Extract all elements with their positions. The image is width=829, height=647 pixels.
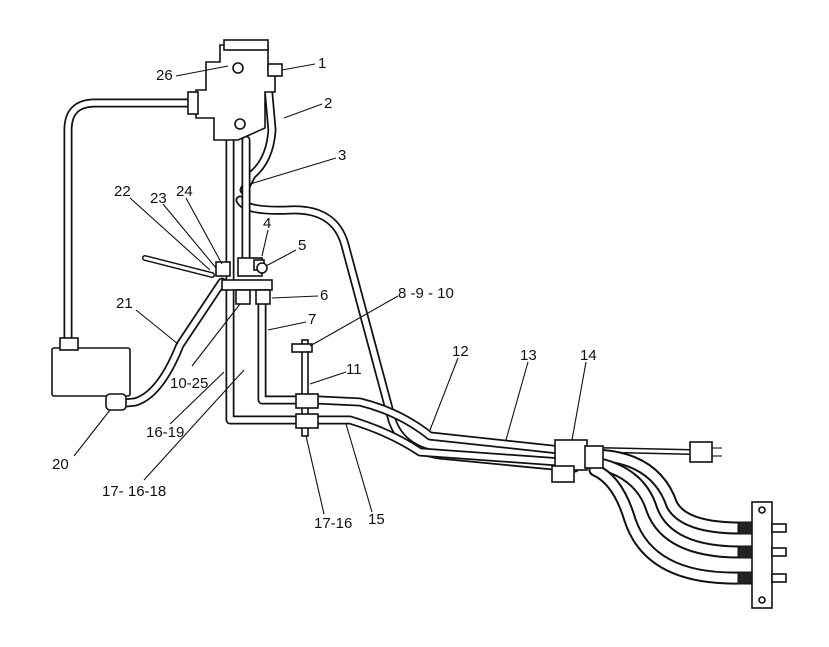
callout-22: 22 (114, 183, 131, 200)
callout-labels: 26 1 2 3 22 23 24 4 5 6 7 8 -9 - 10 21 1… (52, 55, 597, 532)
callout-6: 6 (320, 287, 328, 304)
callout-24: 24 (176, 183, 193, 200)
leader-lines (73, 63, 587, 515)
callout-12: 12 (452, 343, 469, 360)
callout-1: 1 (318, 55, 326, 72)
callout-5: 5 (298, 237, 306, 254)
callout-3: 3 (338, 147, 346, 164)
callout-17-16: 17-16 (314, 515, 352, 532)
callout-2: 2 (324, 95, 332, 112)
callout-11: 11 (346, 361, 362, 378)
callout-8-9-10: 8 -9 - 10 (398, 285, 454, 302)
distribution-block (551, 439, 604, 483)
callout-13: 13 (520, 347, 537, 364)
manifold-plate (737, 501, 787, 609)
callout-16-19: 16-19 (146, 424, 184, 441)
callout-4: 4 (263, 215, 271, 232)
callout-26: 26 (156, 67, 173, 84)
pipe-network (63, 80, 693, 473)
hose-bundle (583, 448, 747, 585)
mid-fittings (215, 257, 273, 305)
callout-20: 20 (52, 456, 69, 473)
callout-23: 23 (150, 190, 167, 207)
callout-10-25: 10-25 (170, 375, 208, 392)
callout-21: 21 (116, 295, 133, 312)
reservoir-tank (51, 337, 131, 411)
callout-14: 14 (580, 347, 597, 364)
callout-17-16-18: 17- 16-18 (102, 483, 166, 500)
end-fitting (689, 441, 722, 463)
callout-7: 7 (308, 311, 316, 328)
mounting-bracket (291, 339, 319, 437)
callout-15: 15 (368, 511, 385, 528)
